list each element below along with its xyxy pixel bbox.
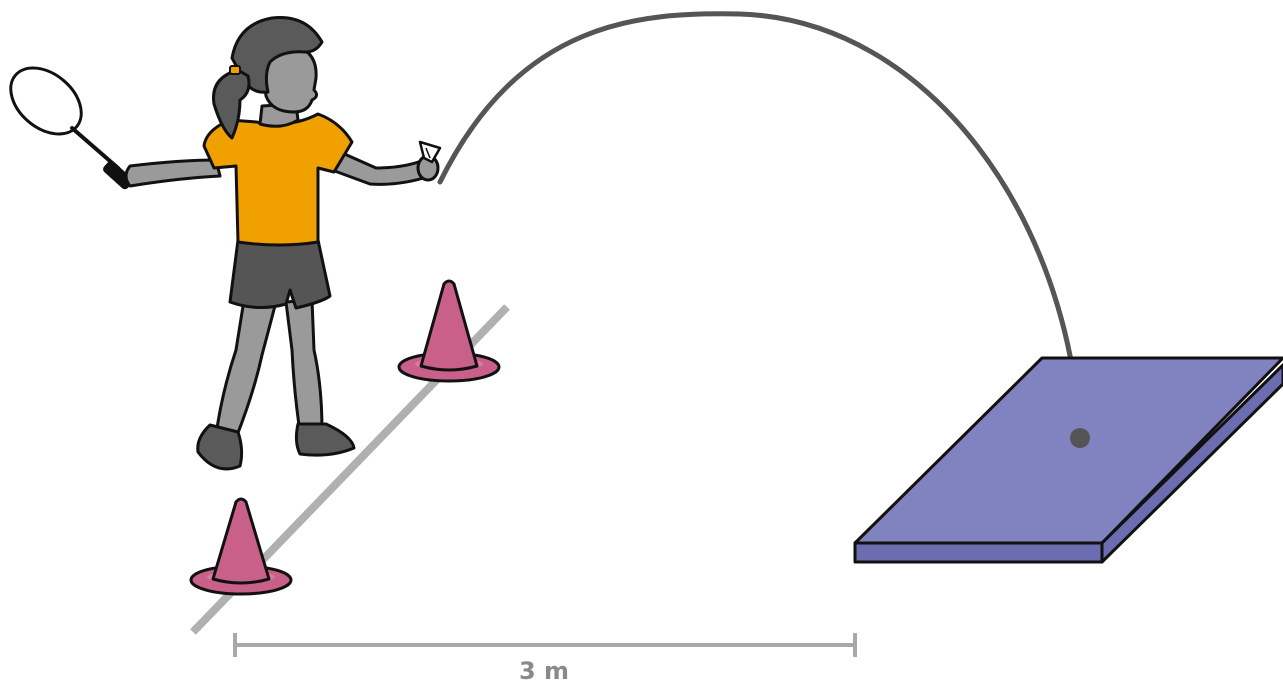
badminton-player-icon (9, 16, 440, 471)
distance-label: 3 m (518, 657, 570, 685)
cone-icon (189, 497, 293, 596)
cone-icon (397, 279, 501, 383)
shuttlecock-icon (418, 140, 442, 164)
target-mat-icon (853, 356, 1283, 564)
racket-icon (9, 66, 133, 190)
distance-measure (233, 633, 857, 657)
trajectory-arc (437, 11, 1083, 441)
landing-point (1070, 428, 1090, 448)
